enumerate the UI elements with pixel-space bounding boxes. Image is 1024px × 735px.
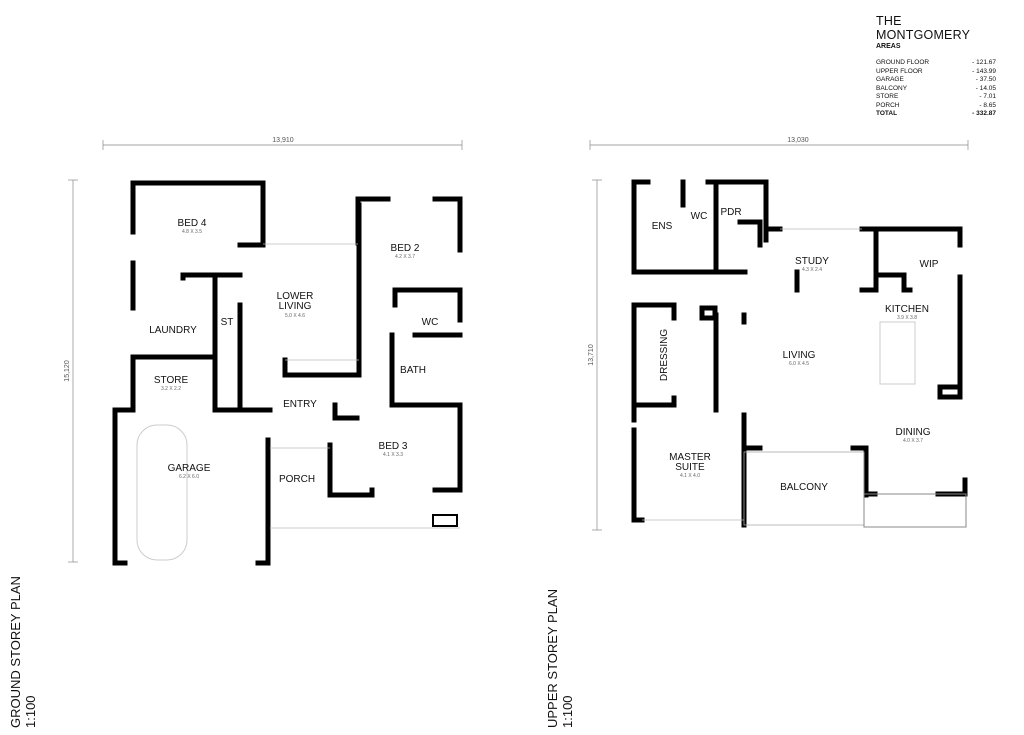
room-label-lower-living-1: LOWER bbox=[277, 291, 314, 302]
area-value: - 8.65 bbox=[979, 101, 996, 109]
car-outline bbox=[136, 424, 188, 561]
room-label-study: STUDY bbox=[795, 256, 829, 267]
area-row: PORCH - 8.65 bbox=[876, 102, 996, 111]
room-label-ens: ENS bbox=[652, 221, 673, 232]
upper-lower-roof bbox=[863, 493, 967, 528]
room-size-lower-living: 5.0 X 4.6 bbox=[285, 313, 305, 319]
room-label-living: LIVING bbox=[783, 350, 816, 361]
areas-schedule: THE MONTGOMERY AREAS GROUND FLOOR - 121.6… bbox=[876, 14, 996, 119]
area-label: UPPER FLOOR bbox=[876, 67, 923, 75]
area-total-row: TOTAL - 332.87 bbox=[876, 110, 996, 119]
room-label-master-2: SUITE bbox=[675, 462, 705, 473]
room-label-lower-living-2: LIVING bbox=[279, 301, 312, 312]
room-label-wip: WIP bbox=[920, 259, 939, 270]
room-size-master: 4.1 X 4.0 bbox=[680, 473, 700, 479]
room-label-porch: PORCH bbox=[279, 474, 315, 485]
room-label-bath: BATH bbox=[400, 365, 426, 376]
upper-dimensions: 13,030 13,710 bbox=[588, 137, 969, 531]
upper-plan-title-text: UPPER STOREY PLAN bbox=[545, 589, 560, 728]
ground-height-dimension: 15,120 bbox=[64, 360, 71, 382]
room-label-kitchen: KITCHEN bbox=[885, 304, 929, 315]
room-size-bed4: 4.8 X 3.5 bbox=[182, 229, 202, 235]
project-title: THE MONTGOMERY bbox=[876, 14, 971, 42]
upper-walls bbox=[631, 179, 968, 528]
area-label: BALCONY bbox=[876, 84, 908, 92]
room-label-dressing: DRESSING bbox=[659, 329, 670, 381]
area-row: STORE - 7.01 bbox=[876, 93, 996, 102]
area-label: GROUND FLOOR bbox=[876, 59, 930, 66]
area-label: GARAGE bbox=[876, 76, 904, 83]
room-label-wc-upper: WC bbox=[691, 211, 708, 222]
upper-room-labels: ENS WC PDR STUDY 4.3 X 2.4 WIP KITCHEN 3… bbox=[652, 207, 939, 493]
ground-walls bbox=[112, 180, 463, 566]
ac-unit bbox=[432, 514, 458, 527]
area-value: - 143.99 bbox=[972, 67, 996, 75]
area-row: GARAGE - 37.50 bbox=[876, 76, 996, 85]
room-label-store: STORE bbox=[154, 375, 189, 386]
room-label-laundry: LAUNDRY bbox=[149, 325, 197, 336]
room-label-dining: DINING bbox=[896, 427, 931, 438]
upper-plan-title: UPPER STOREY PLAN 1:100 bbox=[545, 589, 575, 728]
area-row: UPPER FLOOR - 143.99 bbox=[876, 68, 996, 77]
room-label-bed4: BED 4 bbox=[178, 218, 207, 229]
room-label-bed3: BED 3 bbox=[379, 441, 408, 452]
room-size-living: 6.0 X 4.5 bbox=[789, 361, 809, 367]
room-label-wc: WC bbox=[422, 317, 439, 328]
ground-width-dimension: 13,910 bbox=[272, 137, 294, 144]
areas-heading: AREAS bbox=[876, 43, 901, 50]
ground-dimensions: 13,910 15,120 bbox=[64, 137, 463, 563]
room-label-st: ST bbox=[221, 317, 234, 328]
room-label-entry: ENTRY bbox=[283, 399, 317, 410]
area-value: - 121.67 bbox=[972, 59, 996, 66]
room-label-bed2: BED 2 bbox=[391, 243, 420, 254]
upper-plan-scale: 1:100 bbox=[560, 695, 575, 728]
upper-height-dimension: 13,710 bbox=[588, 344, 595, 366]
area-value: - 37.50 bbox=[975, 76, 996, 83]
room-size-study: 4.3 X 2.4 bbox=[802, 267, 822, 273]
area-label: PORCH bbox=[876, 101, 900, 109]
upper-width-dimension: 13,030 bbox=[787, 137, 809, 144]
ground-plan-title-text: GROUND STOREY PLAN bbox=[8, 576, 23, 728]
room-size-bed2: 4.2 X 3.7 bbox=[395, 254, 415, 260]
kitchen-island bbox=[879, 321, 916, 385]
area-value: - 332.87 bbox=[972, 110, 996, 117]
room-label-balcony: BALCONY bbox=[780, 482, 828, 493]
room-label-pdr: PDR bbox=[720, 207, 741, 218]
ground-plan-title: GROUND STOREY PLAN 1:100 bbox=[8, 576, 38, 728]
area-value: - 7.01 bbox=[979, 93, 996, 100]
area-value: - 14.05 bbox=[975, 84, 996, 92]
areas-table: GROUND FLOOR - 121.67 UPPER FLOOR - 143.99… bbox=[876, 59, 996, 119]
ground-plan-scale: 1:100 bbox=[23, 695, 38, 728]
area-label: TOTAL bbox=[876, 110, 898, 117]
area-row: BALCONY - 14.05 bbox=[876, 85, 996, 94]
area-row: GROUND FLOOR - 121.67 bbox=[876, 59, 996, 68]
room-size-garage: 6.2 X 6.0 bbox=[179, 474, 199, 480]
room-size-store: 3.2 X 2.2 bbox=[161, 386, 181, 392]
room-size-bed3: 4.1 X 3.3 bbox=[383, 452, 403, 458]
room-size-dining: 4.0 X 3.7 bbox=[903, 438, 923, 444]
ground-room-labels: BED 4 4.8 X 3.5 BED 2 4.2 X 3.7 LOWER LI… bbox=[149, 218, 438, 485]
balcony-decking bbox=[743, 451, 865, 526]
area-label: STORE bbox=[876, 93, 899, 100]
room-label-master-1: MASTER bbox=[669, 452, 711, 463]
room-label-garage: GARAGE bbox=[168, 463, 211, 474]
room-size-kitchen: 3.9 X 3.8 bbox=[897, 315, 917, 321]
